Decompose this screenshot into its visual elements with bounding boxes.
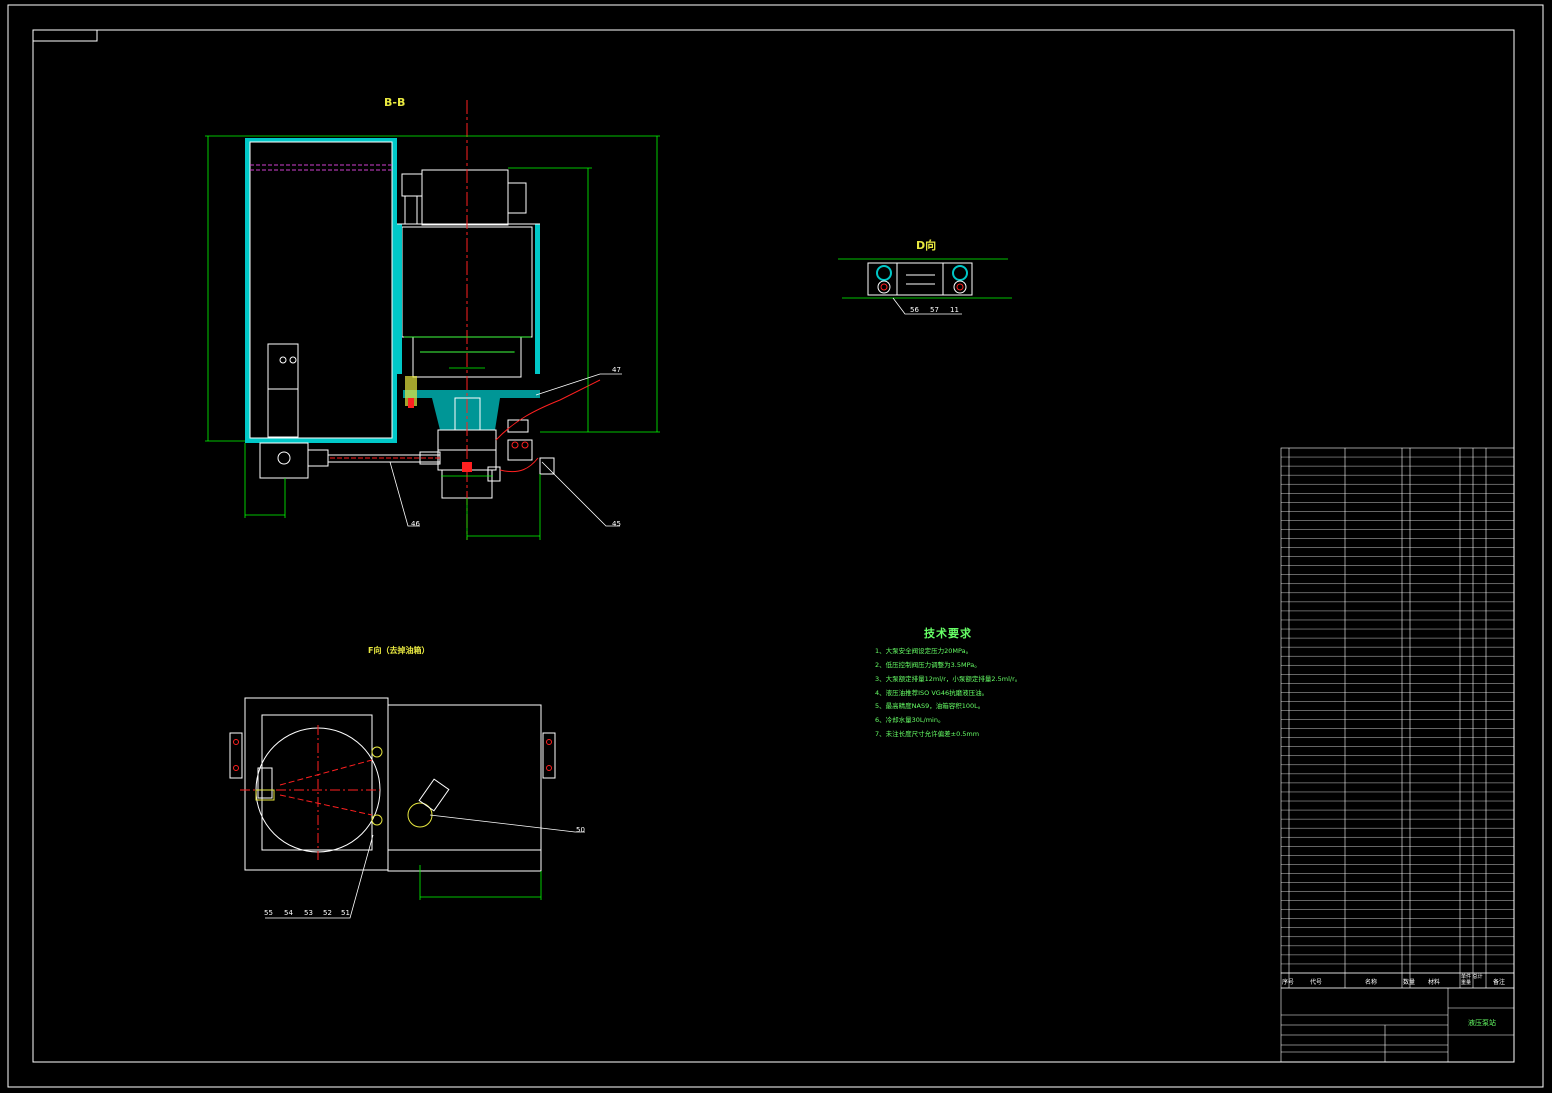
base-frame-left [244, 697, 389, 871]
top-view-f [229, 697, 585, 919]
balloon-52: 52 [323, 909, 332, 917]
header-qty: 数量 [1403, 979, 1416, 986]
tech-note: 6、冷却水量30L/min。 [875, 716, 945, 724]
tech-note: 1、大泵安全阀设定压力20MPa。 [875, 647, 973, 655]
parts-list-rows [1281, 456, 1514, 965]
balloon-47: 47 [612, 366, 621, 374]
header-weight: 单件 总计 重量 [1461, 974, 1483, 986]
tech-note: 4、液压油推荐ISO VG46抗磨液压油。 [875, 689, 989, 697]
section-bb-title: B-B [384, 96, 406, 109]
outer-border [7, 4, 1544, 1088]
drawing-name: 液压泵站 [1468, 1019, 1496, 1027]
header-seq: 序号 [1282, 979, 1295, 986]
balloon-50: 50 [576, 826, 585, 834]
balloon-57: 57 [930, 306, 939, 314]
tech-note: 3、大泵额定排量12ml/r，小泵额定排量2.5ml/r。 [875, 675, 1022, 683]
header-material: 材料 [1428, 979, 1441, 986]
section-view-bb [205, 100, 660, 540]
direction-d-title: D向 [916, 239, 937, 252]
header-name: 名称 [1365, 979, 1378, 986]
tech-requirements-title: 技术要求 [924, 627, 972, 640]
balloon-54: 54 [284, 909, 293, 917]
header-code: 代号 [1310, 979, 1323, 986]
tech-note: 5、最高精度NAS9，油箱容积100L。 [875, 702, 985, 710]
top-view-f-title: F向（去掉油箱） [368, 646, 430, 655]
balloon-46: 46 [411, 520, 420, 528]
title-block [1280, 972, 1515, 1063]
inner-border [32, 29, 1515, 1063]
tank-floor [245, 438, 397, 443]
balloon-11: 11 [950, 306, 959, 314]
tank-wall-left [245, 138, 250, 443]
tech-note: 2、低压控制阀压力调整为3.5MPa。 [875, 661, 981, 669]
balloon-55: 55 [264, 909, 273, 917]
filter-body [267, 343, 299, 390]
tech-note: 7、未注长度尺寸允许偏差±0.5mm [875, 730, 980, 738]
tank-wall-top [245, 138, 397, 142]
code-box [32, 29, 98, 42]
header-remarks: 备注 [1493, 979, 1506, 986]
balloon-56: 56 [910, 306, 919, 314]
balloon-51: 51 [341, 909, 350, 917]
base-frame-right [387, 704, 542, 872]
tank-wall-right [392, 138, 397, 443]
balloon-45: 45 [612, 520, 621, 528]
direction-view-d [838, 258, 1012, 315]
parts-list-table [1280, 447, 1515, 988]
balloon-53: 53 [304, 909, 313, 917]
motor-fan [421, 169, 509, 226]
